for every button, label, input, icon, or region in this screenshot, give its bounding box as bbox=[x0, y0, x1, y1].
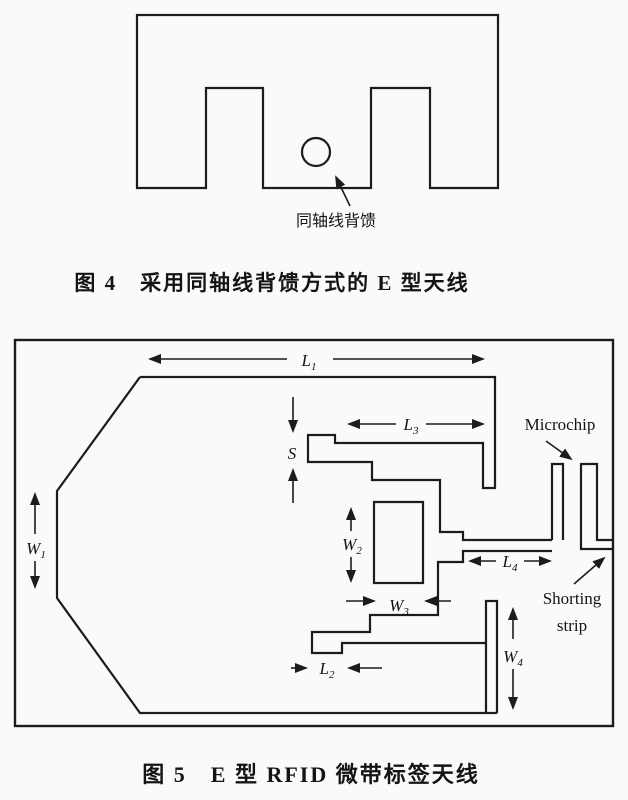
shorting-label-line1: Shorting bbox=[543, 589, 602, 608]
antenna-top-arm bbox=[140, 375, 552, 542]
dim-label-L2: L2 bbox=[319, 659, 335, 681]
center-slot-rect bbox=[372, 500, 425, 585]
chip-lead-right-shorting-strip bbox=[579, 462, 613, 551]
figure5-diagram: L1 L3 S W1 W2 W3 L4 L2 W4 Microchip Shor… bbox=[13, 338, 615, 728]
figure4-caption: 图 4 采用同轴线背馈方式的 E 型天线 bbox=[74, 271, 469, 295]
microchip-arrow bbox=[545, 440, 573, 461]
figure5-caption: 图 5 E 型 RFID 微带标签天线 bbox=[142, 762, 479, 787]
dim-label-L4: L4 bbox=[502, 552, 518, 574]
shorting-label-line2: strip bbox=[557, 616, 587, 635]
dim-label-W1: W1 bbox=[26, 539, 46, 561]
coax-feed-arrow bbox=[335, 175, 351, 207]
figure4-diagram: 同轴线背馈 bbox=[135, 13, 500, 230]
shorting-strip-arrow bbox=[573, 556, 606, 585]
antenna-left-plate bbox=[55, 376, 497, 715]
dim-label-L1: L1 bbox=[301, 351, 317, 373]
microchip-label: Microchip bbox=[525, 415, 596, 434]
dim-label-W3: W3 bbox=[389, 596, 409, 618]
coax-feed-circle bbox=[300, 136, 332, 168]
dim-label-W4: W4 bbox=[503, 647, 523, 669]
coax-feed-label: 同轴线背馈 bbox=[296, 212, 376, 230]
dim-label-L3: L3 bbox=[403, 415, 419, 437]
shorting-wall bbox=[484, 599, 499, 713]
chip-lead-left bbox=[550, 462, 565, 540]
substrate-frame bbox=[13, 338, 615, 728]
dim-label-S: S bbox=[288, 444, 297, 463]
antenna-bottom-arm bbox=[310, 549, 552, 655]
dim-label-W2: W2 bbox=[342, 535, 362, 557]
e-patch-outline bbox=[135, 13, 500, 190]
